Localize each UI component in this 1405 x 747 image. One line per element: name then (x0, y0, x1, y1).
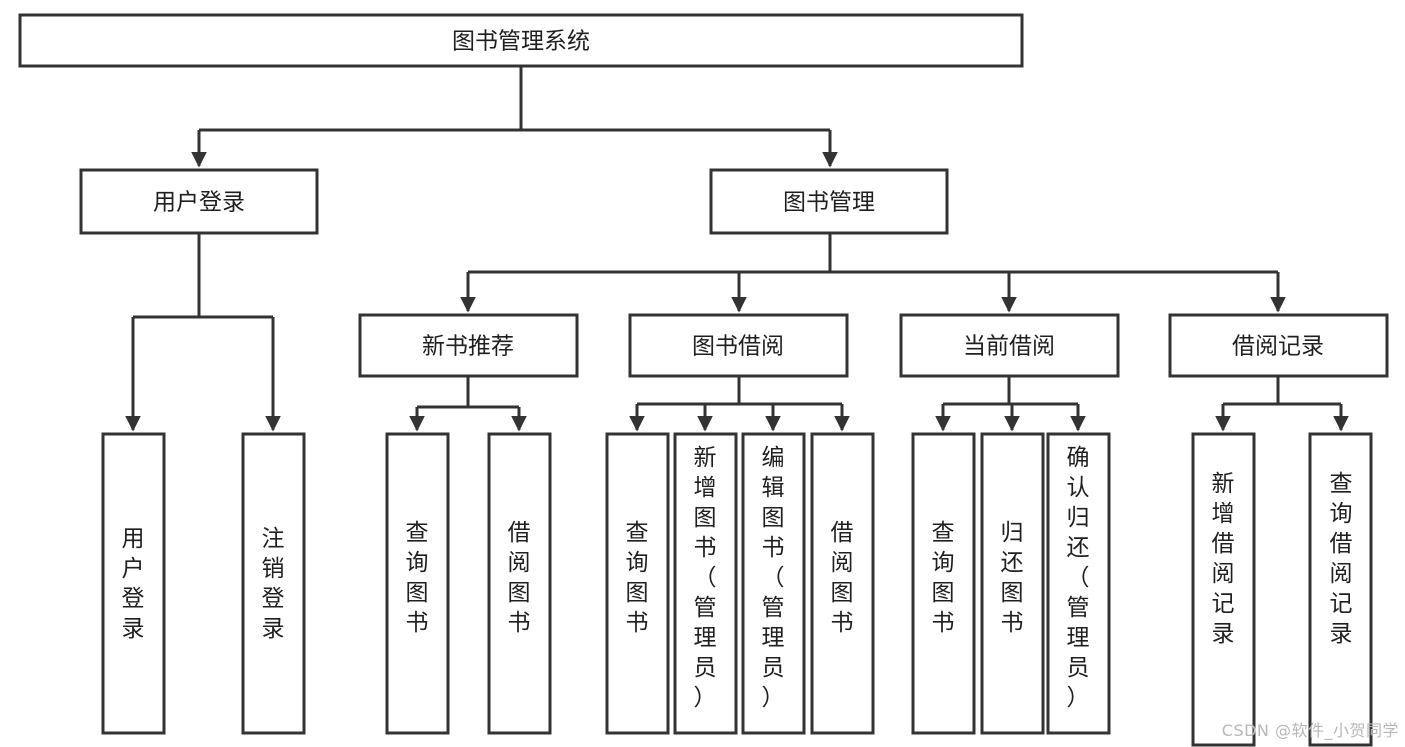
node-user-login-label: 用户登录 (153, 190, 245, 216)
leaf-book-borrow-2-label: 编辑图书（管理员） (762, 445, 785, 711)
leaf-book-borrow-2[interactable]: 编辑图书（管理员） (741, 432, 806, 735)
node-current-borrow-box[interactable] (899, 313, 1120, 378)
leaf-current-borrow-2-box[interactable] (1046, 432, 1111, 735)
node-borrow-record[interactable]: 借阅记录 (1168, 313, 1389, 378)
leaf-borrow-record-0[interactable]: 新增借阅记录 (1191, 432, 1256, 747)
leaf-book-borrow-1-label: 新增图书（管理员） (694, 445, 717, 711)
node-book-borrow-box[interactable] (628, 313, 849, 378)
leaf-current-borrow-1-box[interactable] (980, 432, 1045, 735)
node-user-login[interactable]: 用户登录 (79, 168, 319, 235)
node-new-book-recommend-box[interactable] (358, 313, 579, 378)
leaf-book-borrow-3-box[interactable] (810, 432, 875, 735)
leaf-user-login-1-label: 注销登录 (262, 526, 285, 642)
leaf-current-borrow-0-label: 查询图书 (932, 520, 955, 636)
leaf-user-login-0[interactable]: 用户登录 (101, 432, 166, 735)
node-new-book-recommend[interactable]: 新书推荐 (358, 313, 579, 378)
node-borrow-record-box[interactable] (1168, 313, 1389, 378)
leaf-borrow-record-0-label: 新增借阅记录 (1212, 471, 1235, 647)
leaf-borrow-record-1[interactable]: 查询借阅记录 (1308, 432, 1373, 747)
leaf-new-book-1[interactable]: 借阅图书 (487, 432, 552, 735)
node-new-book-recommend-label: 新书推荐 (422, 334, 514, 360)
leaf-current-borrow-1-label: 归还图书 (1001, 520, 1024, 636)
leaf-current-borrow-0[interactable]: 查询图书 (911, 432, 976, 735)
leaf-book-borrow-0-label: 查询图书 (626, 520, 649, 636)
node-book-borrow-label: 图书借阅 (692, 334, 784, 360)
leaf-new-book-0[interactable]: 查询图书 (385, 432, 450, 735)
leaf-book-borrow-3-label: 借阅图书 (831, 520, 854, 636)
leaf-current-borrow-2[interactable]: 确认归还（管理员） (1046, 432, 1111, 735)
leaf-book-borrow-0[interactable]: 查询图书 (605, 432, 670, 735)
leaf-user-login-1-box[interactable] (241, 432, 306, 735)
node-user-login-box[interactable] (79, 168, 319, 235)
node-book-manage-label: 图书管理 (783, 190, 875, 216)
leaf-user-login-0-box[interactable] (101, 432, 166, 735)
node-book-borrow[interactable]: 图书借阅 (628, 313, 849, 378)
leaf-book-borrow-0-box[interactable] (605, 432, 670, 735)
node-borrow-record-label: 借阅记录 (1232, 334, 1324, 360)
node-root-label: 图书管理系统 (452, 29, 590, 55)
node-root[interactable]: 图书管理系统 (18, 13, 1024, 68)
leaf-new-book-0-box[interactable] (385, 432, 450, 735)
node-current-borrow-label: 当前借阅 (963, 334, 1055, 360)
leaf-book-borrow-2-box[interactable] (741, 432, 806, 735)
leaf-user-login-1[interactable]: 注销登录 (241, 432, 306, 735)
leaf-new-book-1-label: 借阅图书 (508, 520, 531, 636)
leaf-book-borrow-1-box[interactable] (673, 432, 738, 735)
node-root-box[interactable] (18, 13, 1024, 68)
connector-layer (125, 66, 1349, 432)
leaf-book-borrow-1[interactable]: 新增图书（管理员） (673, 432, 738, 735)
node-book-manage-box[interactable] (709, 168, 949, 235)
leaf-borrow-record-1-box[interactable] (1308, 432, 1373, 747)
leaf-borrow-record-1-label: 查询借阅记录 (1330, 471, 1353, 647)
leaf-borrow-record-0-box[interactable] (1191, 432, 1256, 747)
leaf-current-borrow-2-label: 确认归还（管理员） (1067, 445, 1090, 711)
leaf-current-borrow-1[interactable]: 归还图书 (980, 432, 1045, 735)
leaf-current-borrow-0-box[interactable] (911, 432, 976, 735)
node-book-manage[interactable]: 图书管理 (709, 168, 949, 235)
node-current-borrow[interactable]: 当前借阅 (899, 313, 1120, 378)
leaf-new-book-1-box[interactable] (487, 432, 552, 735)
leaf-user-login-0-label: 用户登录 (122, 526, 145, 642)
leaf-new-book-0-label: 查询图书 (406, 520, 429, 636)
leaf-book-borrow-3[interactable]: 借阅图书 (810, 432, 875, 735)
